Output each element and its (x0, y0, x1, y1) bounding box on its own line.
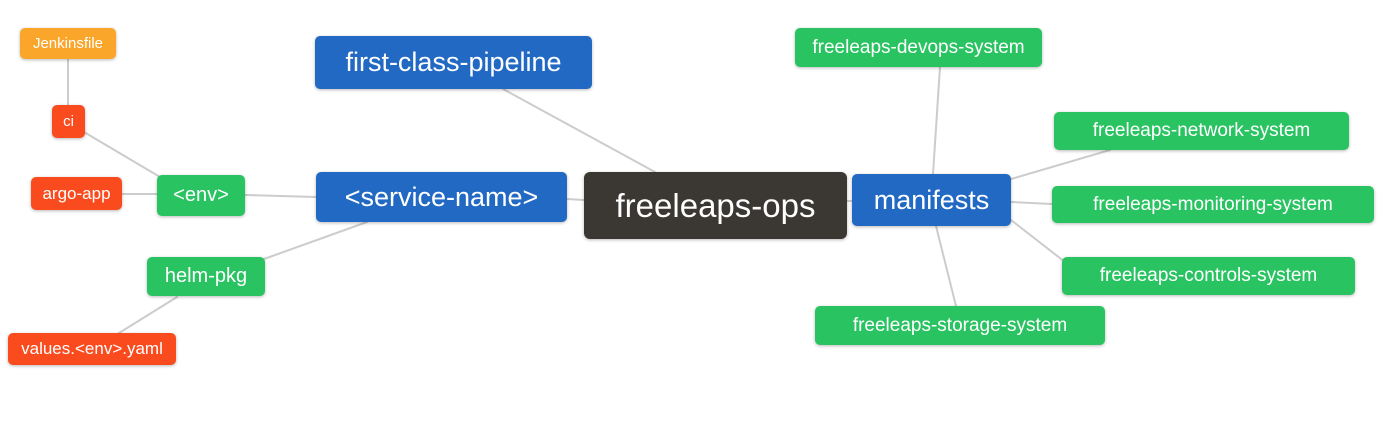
node-helm-pkg[interactable]: helm-pkg (147, 257, 265, 296)
edge-manifests-monitoring (1010, 201, 1053, 205)
edge-manifests-devops (932, 66, 941, 175)
edge-helm-pkg-service-name (263, 221, 368, 260)
node-storage-system[interactable]: freeleaps-storage-system (815, 306, 1105, 345)
edge-manifests-network (1010, 149, 1111, 180)
node-jenkinsfile[interactable]: Jenkinsfile (20, 28, 116, 59)
edge-values-helm-pkg (118, 296, 178, 334)
node-controls-system[interactable]: freeleaps-controls-system (1062, 257, 1355, 295)
node-argo-app[interactable]: argo-app (31, 177, 122, 210)
node-first-class-pipeline[interactable]: first-class-pipeline (315, 36, 592, 89)
node-network-system[interactable]: freeleaps-network-system (1054, 112, 1349, 150)
edge-manifests-storage (935, 225, 957, 307)
node-ci[interactable]: ci (52, 105, 85, 138)
node-freeleaps-ops[interactable]: freeleaps-ops (584, 172, 847, 239)
node-devops-system[interactable]: freeleaps-devops-system (795, 28, 1042, 67)
node-values-env-yaml[interactable]: values.<env>.yaml (8, 333, 176, 365)
edge-service-name-ops (566, 198, 585, 201)
edge-ci-env (83, 131, 161, 178)
node-service-name[interactable]: <service-name> (316, 172, 567, 222)
node-manifests[interactable]: manifests (852, 174, 1011, 226)
edge-env-service-name (244, 194, 317, 198)
edge-pipeline-ops (502, 88, 656, 173)
node-env[interactable]: <env> (157, 175, 245, 216)
node-monitoring-system[interactable]: freeleaps-monitoring-system (1052, 186, 1374, 223)
edge-manifests-controls (1010, 219, 1066, 263)
